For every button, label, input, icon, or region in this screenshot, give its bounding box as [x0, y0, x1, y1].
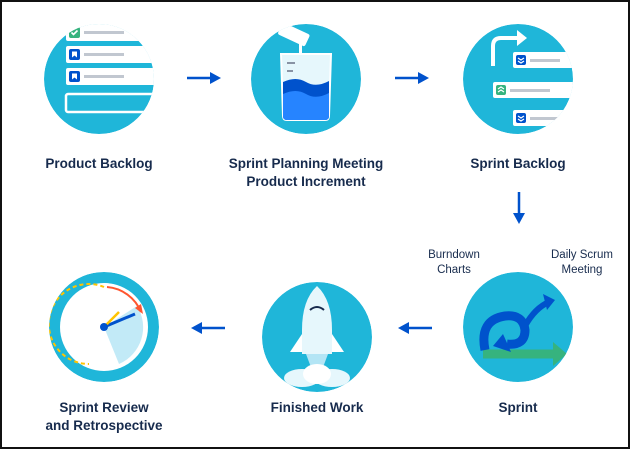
arrow-right-2	[394, 71, 430, 85]
sprint-review-label-line2: and Retrospective	[45, 418, 163, 433]
sprint-review-circle	[49, 272, 159, 382]
daily-scrum-line1: Daily Scrum	[551, 249, 613, 261]
finished-work-circle	[262, 282, 372, 392]
daily-scrum-line2: Meeting	[561, 264, 603, 276]
sprint-backlog-label: Sprint Backlog	[470, 156, 566, 171]
sprint-circle	[463, 272, 573, 382]
sprint-planning-circle	[251, 24, 361, 134]
sprint-planning-label-line2: Product Increment	[246, 174, 366, 189]
clock-icon	[49, 272, 159, 382]
sprint-planning-label-line1: Sprint Planning Meeting	[228, 156, 384, 171]
sprint-review-label-line1: Sprint Review	[59, 400, 149, 415]
beaker-icon	[251, 24, 361, 134]
rocket-icon	[262, 282, 372, 392]
arrow-left-1	[397, 321, 433, 335]
backlog-list-icon	[44, 24, 154, 134]
sprint-label: Sprint	[498, 400, 538, 415]
sprint-loop-icon	[463, 272, 573, 382]
burndown-charts-line1: Burndown	[428, 249, 480, 261]
product-backlog-circle	[44, 24, 154, 134]
finished-work-label: Finished Work	[270, 400, 364, 415]
arrow-left-2	[190, 321, 226, 335]
sprint-backlog-icon	[463, 24, 573, 134]
arrow-down	[512, 191, 526, 225]
sprint-backlog-circle	[463, 24, 573, 134]
product-backlog-label: Product Backlog	[45, 156, 153, 171]
arrow-right-1	[186, 71, 222, 85]
burndown-charts-line2: Charts	[437, 264, 471, 276]
